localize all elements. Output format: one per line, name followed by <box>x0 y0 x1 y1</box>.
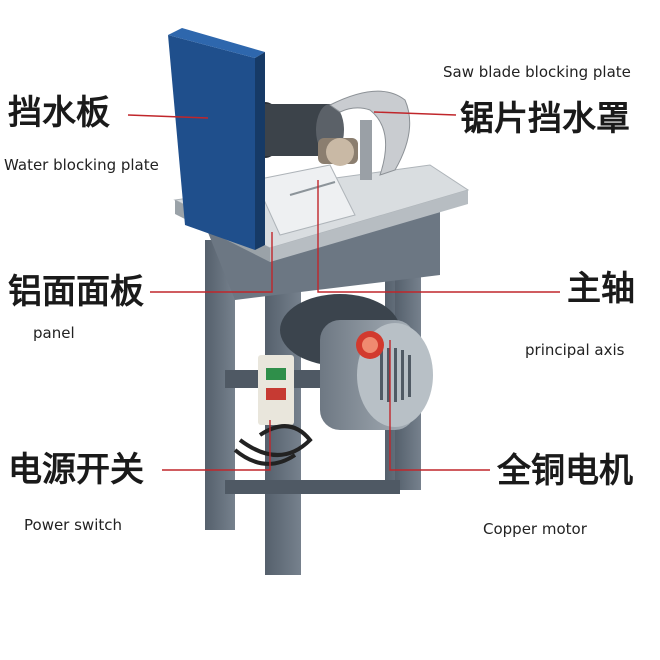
water-plate-en-label: Water blocking plate <box>4 156 159 174</box>
leader-switch <box>162 420 271 471</box>
motor-cn-label: 全铜电机 <box>497 451 633 491</box>
leader-lines <box>127 111 560 471</box>
water-blocking-plate <box>168 28 265 250</box>
panel-cn-label: 铝面面板 <box>8 272 144 312</box>
panel-en-label: panel <box>33 324 75 342</box>
saw-cover-en-label: Saw blade blocking plate <box>443 63 631 81</box>
leader-axis <box>317 180 560 293</box>
switch-cn-label: 电源开关 <box>8 450 144 490</box>
saw-cover-cn-label: 锯片挡水罩 <box>460 99 630 139</box>
leader-saw-cover <box>373 111 457 116</box>
leader-panel <box>150 232 273 293</box>
axis-en-label: principal axis <box>525 341 625 359</box>
copper-motor <box>280 294 433 430</box>
leader-motor <box>389 340 490 471</box>
power-switch-box <box>233 355 313 466</box>
axis-cn-label: 主轴 <box>567 269 635 309</box>
switch-en-label: Power switch <box>24 516 123 534</box>
leader-water-plate <box>127 114 209 119</box>
water-plate-cn-label: 挡水板 <box>8 93 110 133</box>
motor-en-label: Copper motor <box>483 520 587 538</box>
